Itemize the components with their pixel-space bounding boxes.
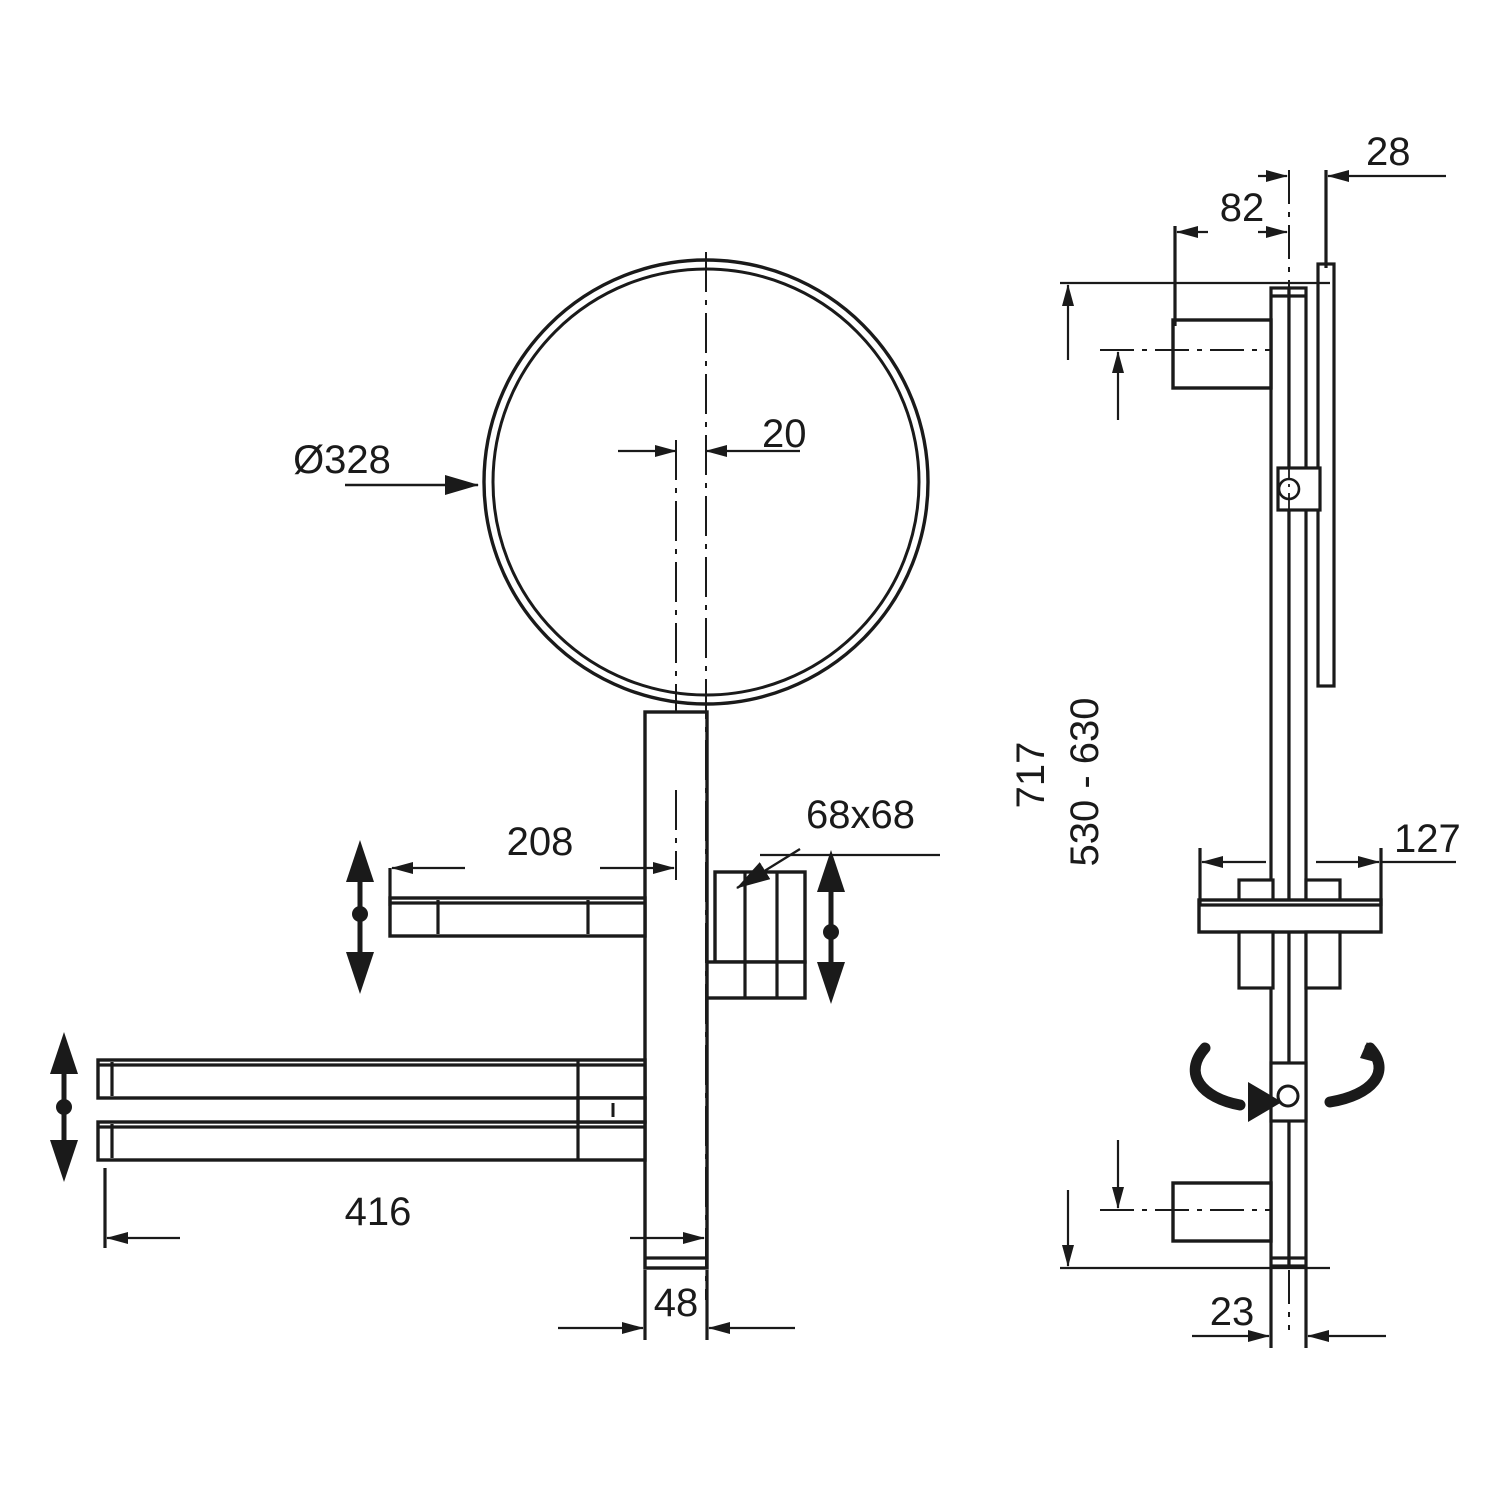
total-height-dimension	[1060, 281, 1330, 1270]
towel-bar-length-dimension	[103, 1168, 705, 1248]
rail-depth-dimension	[1192, 1268, 1386, 1348]
tumbler-size-leader	[736, 847, 940, 890]
shelf-projection-label: 208	[507, 820, 574, 864]
post-width-label: 48	[654, 1281, 699, 1325]
shelf-width-dimension	[1198, 848, 1456, 906]
mirror-offset-label: 20	[762, 412, 807, 456]
side-view-rotation-joint	[1269, 1061, 1308, 1123]
front-view-shelf	[388, 896, 647, 938]
side-view-lower-bracket	[1100, 1181, 1273, 1243]
side-view-shelf-bracket	[1197, 878, 1383, 990]
side-view-upper-bracket	[1100, 318, 1273, 390]
tumbler-adjust-arrow	[817, 850, 845, 1004]
side-view-mirror-clamp	[1276, 462, 1322, 530]
total-height-label: 717	[1009, 742, 1053, 809]
adjustable-height-label: 530 - 630	[1063, 697, 1107, 866]
mirror-diameter-label: Ø328	[293, 438, 391, 482]
shelf-adjust-arrow	[346, 840, 374, 994]
shelf-width-label: 127	[1394, 817, 1461, 861]
bracket-depth-label: 82	[1220, 186, 1265, 230]
post-width-dimension	[558, 1270, 795, 1340]
mirror-gap-label: 28	[1366, 130, 1411, 174]
tumbler-size-label: 68x68	[806, 793, 915, 837]
rotation-arrow	[1189, 1042, 1385, 1122]
towel-bar-length-label: 416	[345, 1190, 412, 1234]
towel-bar-adjust-arrow	[50, 1032, 78, 1182]
mirror-gap-dimension	[1258, 170, 1446, 268]
shelf-projection-dimension	[388, 790, 677, 906]
rail-depth-label: 23	[1210, 1290, 1255, 1334]
bracket-depth-dimension	[1173, 226, 1288, 326]
front-view-towel-bars	[96, 1058, 647, 1162]
front-view-tumbler-holder	[705, 870, 807, 1000]
